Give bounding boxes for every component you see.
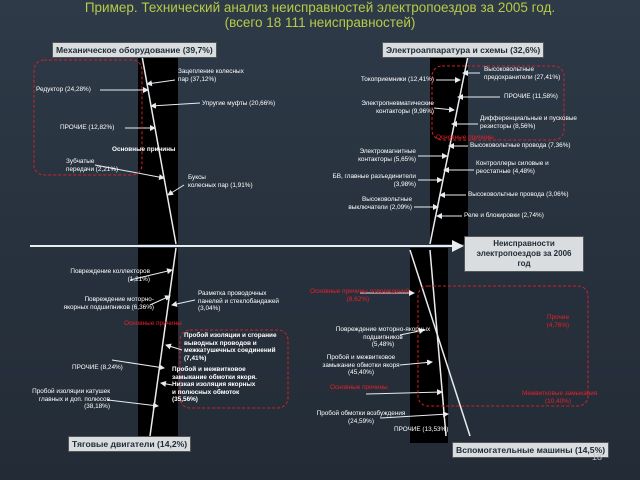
cause-excitation: Пробой обмотки возбуждения (24,59%) <box>316 410 406 425</box>
cause-controllers: Контроллеры силовые и реостатные (4,48%) <box>476 160 549 175</box>
cause-differential-relays: Дифференциальные и пусковые резисторы (8… <box>480 115 577 130</box>
cause-mechanical-other: ПРОЧИЕ (12,82%) <box>60 124 115 131</box>
mechanical-panel <box>138 54 178 244</box>
category-electrical: Электроаппаратура и схемы (32,6%) <box>382 42 545 58</box>
cause-hv-wires-2: Высоковольтные провода (3,06%) <box>468 191 569 198</box>
auxiliary-bone <box>409 249 471 437</box>
cause-auxiliary-other: ПРОЧИЕ (13,53%) <box>394 426 449 433</box>
cause-em-contactors: Электропневматические контакторы (9,96%) <box>361 100 434 115</box>
cause-blocking-relays: Реле и блокировки (2,74%) <box>464 212 544 219</box>
traction-bone <box>149 247 177 437</box>
cause-collector-damage: Повреждение коллекторов (1,21%) <box>70 268 150 283</box>
cause-elmag-contactors: Электромагнитные контакторы (5,65%) <box>358 148 416 163</box>
page-number: 18 <box>592 452 603 462</box>
cause-wire-marking: Разметка проводочных панелей и стеклобан… <box>198 290 279 313</box>
cause-traction-other: ПРОЧИЕ (8,24%) <box>72 364 123 371</box>
cause-traction-turn-short: Пробой и межвитковое замыкание обмотки я… <box>172 366 257 404</box>
electrical-main-causes-outline <box>431 65 565 141</box>
auxiliary-red-label-left-2: Основные причины <box>330 384 388 391</box>
mechanical-main-causes-outline <box>33 59 143 176</box>
slide-title-line-1: Пример. Технический анализ неисправносте… <box>84 0 556 15</box>
cause-gear-pairs: Зацепление колесных пар (37,12%) <box>178 68 244 83</box>
auxiliary-bone-2 <box>429 249 447 437</box>
category-traction: Тяговые двигатели (14,2%) <box>68 436 192 452</box>
category-auxiliary: Вспомогательные машины (14,5%) <box>452 442 610 458</box>
auxiliary-red-label-top-left: Основные причины повреждений (8,62%) <box>310 288 410 303</box>
auxiliary-main-causes-outline <box>417 285 589 407</box>
cause-pole-coil: Пробой изоляции катушек главных и доп. п… <box>32 388 110 411</box>
cause-hv-switches: Высоковольтные выключатели (2,09%) <box>348 196 412 211</box>
auxiliary-red-label-right-1: Прочие (4,76%) <box>546 314 570 329</box>
cause-hv-fuses: Высоковольтные предохранители (27,41%) <box>484 66 561 81</box>
cause-auxiliary-bearing-damage: Повреждение моторно-якорных подшипников … <box>335 326 431 349</box>
auxiliary-panel <box>410 248 448 443</box>
effect-box: Неисправности электропоездов за 2006 год <box>464 236 584 272</box>
electrical-bone <box>429 55 469 245</box>
cause-auxiliary-turn-short: Пробой и межвитковое замыкание обмотки я… <box>322 354 400 377</box>
cause-current-collectors: Токоприемники (12,41%) <box>360 76 434 83</box>
cause-traction-bearing-damage: Повреждение моторно- якорных подшипников… <box>63 296 154 311</box>
slide-title-line-2: (всего 18 111 неисправностей) <box>224 15 416 30</box>
cause-insulation-burn: Пробой изоляции и сгорание выводных пров… <box>184 332 277 362</box>
cause-reducer: Редуктор (24,28%) <box>36 86 91 93</box>
category-mechanical: Механическое оборудование (39,7%) <box>52 42 217 58</box>
auxiliary-red-label-right-2: Межвитковые замыкания (10,40%) <box>522 390 598 405</box>
traction-main-causes-outline <box>179 329 289 409</box>
cause-gear-transmissions: Зубчатые передачи (2,21%) <box>66 158 119 173</box>
traction-main-causes-label: Основные причины <box>124 320 182 327</box>
cause-axle-boxes: Буксы колесных пар (1,91%) <box>188 174 253 189</box>
mechanical-main-causes-label: Основные причины <box>112 146 176 153</box>
cause-electrical-other: ПРОЧИЕ (11,58%) <box>504 93 558 100</box>
electrical-main-causes-label: Основные причины <box>436 134 494 141</box>
cause-elastic-couplings: Упругие муфты (20,66%) <box>202 100 276 107</box>
cause-bv-disconnectors: БВ, главные разъединители (3,98%) <box>332 173 416 188</box>
cause-hv-wires: Высоковольтные провода (7,36%) <box>470 142 571 149</box>
